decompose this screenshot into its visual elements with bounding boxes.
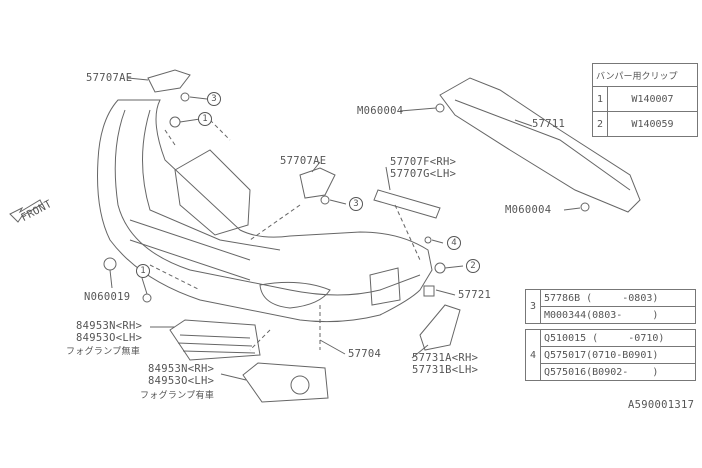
bolt-icon xyxy=(580,202,590,212)
label-grille2-rh: 84953N<RH> xyxy=(148,363,215,375)
label-57707ae-center: 57707AE xyxy=(280,155,327,167)
clip-part: W140059 xyxy=(607,111,698,137)
fog-grille-1 xyxy=(169,319,261,361)
label-57731b: 57731B<LH> xyxy=(412,364,479,376)
side-bracket xyxy=(373,189,441,219)
label-n060019: N060019 xyxy=(84,291,131,303)
side-cover xyxy=(419,304,461,351)
clip-57721-icon xyxy=(423,285,435,297)
fog-opening xyxy=(259,281,331,309)
label-m060004-right: M060004 xyxy=(505,204,552,216)
label-57731a: 57731A<RH> xyxy=(412,352,479,364)
fog-grille-2 xyxy=(242,362,329,403)
table3-ref: 3 xyxy=(525,289,541,324)
clip-ref: 1 xyxy=(592,86,608,112)
label-57707ae-upper: 57707AE xyxy=(86,72,133,84)
label-57711: 57711 xyxy=(532,118,566,130)
label-57707f: 57707F<RH> xyxy=(390,156,457,168)
reinforcement-beam xyxy=(439,77,641,213)
label-grille1-note: フォグランプ無車 xyxy=(66,347,141,357)
diagram-id: A590001317 xyxy=(628,399,695,411)
clip-part: W140007 xyxy=(607,86,698,112)
bolt-icon xyxy=(320,195,330,205)
label-57704: 57704 xyxy=(348,348,382,360)
callout-3: 3 xyxy=(207,92,221,106)
label-grille2-lh: 84953O<LH> xyxy=(148,375,215,387)
label-grille2-note: フォグランプ有車 xyxy=(140,391,215,401)
table3-row: 57786B ( -0803) xyxy=(540,289,696,307)
callout-1: 1 xyxy=(198,112,212,126)
callout-1: 1 xyxy=(136,264,150,278)
clip-icon xyxy=(142,293,152,303)
clip-icon xyxy=(434,262,446,274)
label-grille1-lh: 84953O<LH> xyxy=(76,332,143,344)
callout-2: 2 xyxy=(466,259,480,273)
clip-ref: 2 xyxy=(592,111,608,137)
table4-row: Q510015 ( -0710) xyxy=(540,329,696,347)
label-57707g: 57707G<LH> xyxy=(390,168,457,180)
bolt-icon xyxy=(435,103,445,113)
front-arrow-icon xyxy=(9,199,43,223)
table3-row: M000344(0803- ) xyxy=(540,306,696,324)
callout-3: 3 xyxy=(349,197,363,211)
table4-ref: 4 xyxy=(525,329,541,381)
bolt-icon xyxy=(180,92,190,102)
table4-row: Q575016(B0902- ) xyxy=(540,363,696,381)
nut-icon xyxy=(103,257,117,271)
label-57721: 57721 xyxy=(458,289,492,301)
center-bracket xyxy=(299,167,336,199)
label-grille1-rh: 84953N<RH> xyxy=(76,320,143,332)
clip-icon xyxy=(424,236,432,244)
upper-bracket xyxy=(147,69,191,93)
table4-row: Q575017(0710-B0901) xyxy=(540,346,696,364)
clip-icon xyxy=(169,116,181,128)
bumper-face xyxy=(97,99,433,323)
clip-table-header: バンパー用クリップ xyxy=(592,63,698,87)
callout-4: 4 xyxy=(447,236,461,250)
label-m060004-left: M060004 xyxy=(357,105,404,117)
